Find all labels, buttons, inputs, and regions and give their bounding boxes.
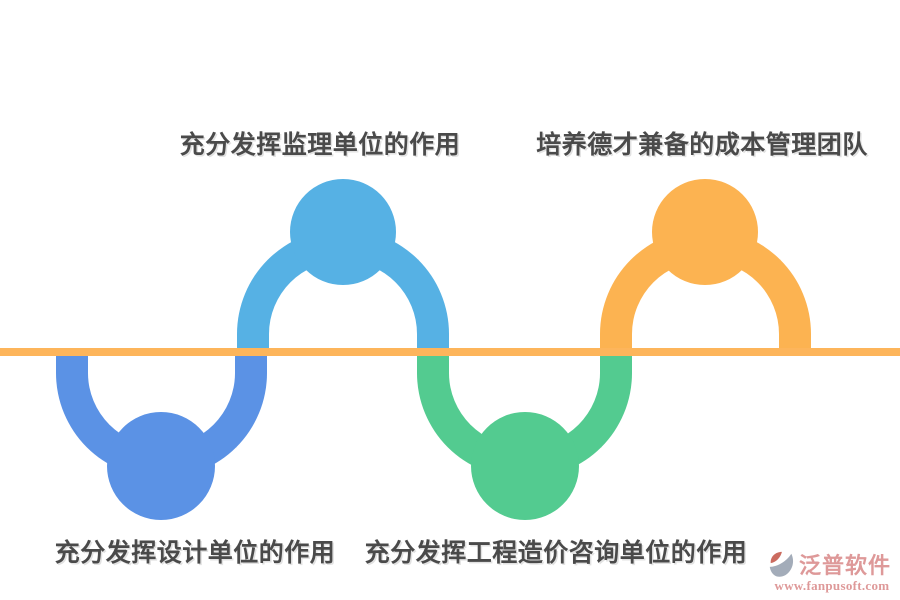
- node-circle-design-unit: [107, 412, 215, 520]
- fanpu-url-text: www.fanpusoft.com: [774, 578, 890, 593]
- fanpu-logo-icon: [769, 551, 794, 577]
- node-label-design-unit: 充分发挥设计单位的作用: [54, 539, 336, 567]
- node-circle-cost-team: [652, 179, 758, 285]
- node-label-cost-consulting-unit: 充分发挥工程造价咨询单位的作用: [364, 539, 748, 567]
- node-circle-cost-consulting-unit: [471, 412, 579, 520]
- fanpu-logo-leaf: [770, 551, 782, 564]
- fanpu-logo-swoosh: [769, 553, 794, 577]
- fanpu-brand-text: 泛普软件: [799, 553, 892, 578]
- node-label-cost-team: 培养德才兼备的成本管理团队: [536, 131, 868, 159]
- fanpu-watermark: 泛普软件 www.fanpusoft.com: [766, 548, 898, 594]
- node-label-supervision-unit: 充分发挥监理单位的作用: [179, 131, 461, 159]
- node-circle-supervision-unit: [290, 179, 396, 285]
- timeline-baseline: [0, 348, 900, 356]
